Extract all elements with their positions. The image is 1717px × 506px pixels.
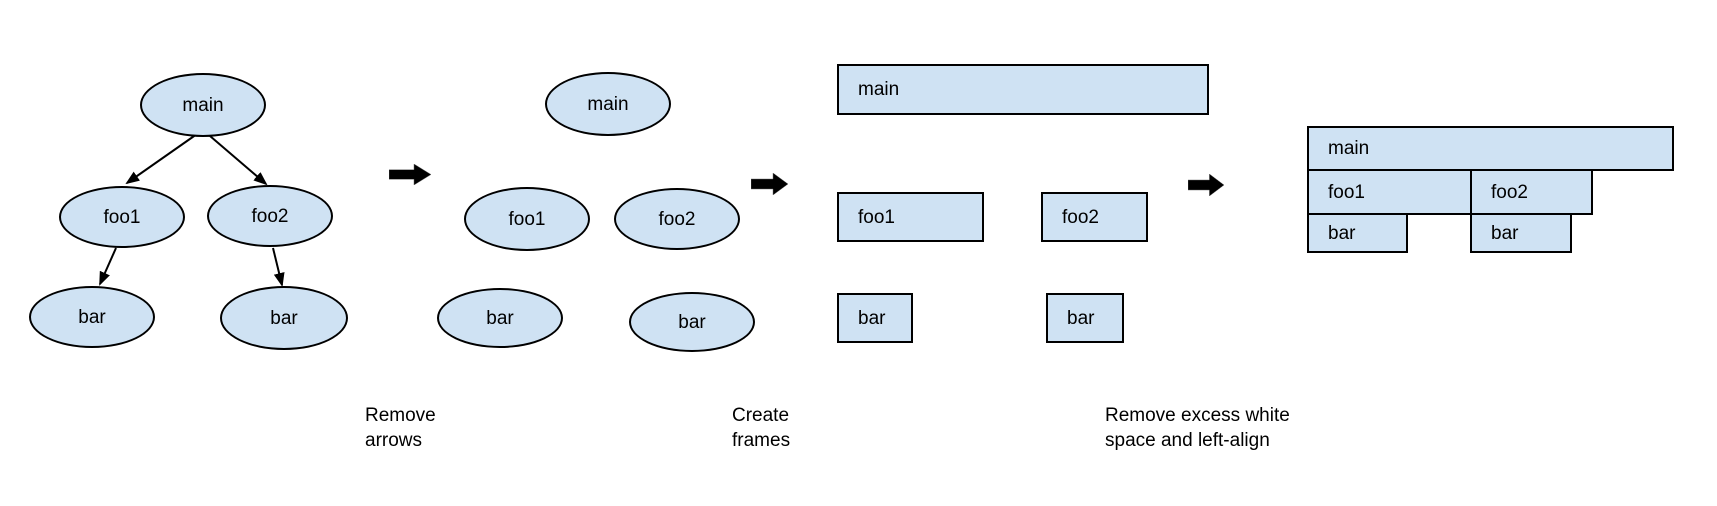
node-label: bar (858, 307, 886, 329)
frame-bar-right: bar (1046, 293, 1124, 343)
tree1-node-main: main (140, 73, 266, 137)
node-label: main (1328, 138, 1370, 159)
frame-bar-left: bar (837, 293, 913, 343)
flame-frame-foo1: foo1 (1307, 169, 1472, 215)
step-caption-create-frames: Create frames (732, 403, 790, 453)
node-label: bar (1328, 222, 1356, 244)
tree2-node-bar-right: bar (629, 292, 755, 352)
flame-frame-bar-left: bar (1307, 213, 1408, 253)
tree2-node-bar-left: bar (437, 288, 563, 348)
caption-line: Remove excess white (1105, 405, 1290, 426)
caption-line: arrows (365, 430, 423, 451)
node-label: main (858, 79, 900, 100)
tree2-node-foo1: foo1 (464, 187, 590, 251)
edge-main-foo1 (125, 133, 198, 185)
edge-main-foo2 (209, 135, 268, 186)
step-caption-remove-whitespace: Remove excess white space and left-align (1105, 403, 1290, 453)
node-label: bar (78, 306, 106, 328)
node-label: foo1 (103, 206, 141, 228)
transform-arrow-icon (389, 164, 431, 185)
caption-line: Remove (365, 405, 436, 426)
frame-main: main (837, 64, 1209, 115)
node-label: bar (678, 311, 706, 333)
caption-line: frames (732, 430, 791, 451)
tree1-node-bar-left: bar (29, 286, 155, 348)
tree1-node-foo2: foo2 (207, 185, 333, 247)
step-caption-remove-arrows: Remove arrows (365, 403, 436, 453)
transform-arrow-icon (751, 173, 788, 195)
node-label: foo2 (251, 205, 289, 227)
node-label: foo1 (508, 208, 546, 230)
flame-frame-bar-right: bar (1470, 213, 1572, 253)
tree1-node-bar-right: bar (220, 286, 348, 350)
tree1-node-foo1: foo1 (59, 186, 185, 248)
node-label: main (587, 93, 629, 115)
node-label: bar (1491, 222, 1519, 244)
edge-foo2-bar (272, 247, 285, 287)
node-label: bar (486, 307, 514, 329)
node-label: foo2 (658, 208, 696, 230)
tree2-node-foo2: foo2 (614, 188, 740, 250)
caption-line: Create (732, 405, 790, 426)
flame-frame-main: main (1307, 126, 1674, 171)
edge-foo1-bar (99, 247, 117, 286)
tree2-node-main: main (545, 72, 671, 136)
node-label: bar (270, 307, 298, 329)
node-label: foo2 (1062, 206, 1099, 228)
transform-arrow-icon (1188, 174, 1224, 196)
node-label: foo2 (1491, 181, 1528, 203)
flame-frame-foo2: foo2 (1470, 169, 1593, 215)
node-label: bar (1067, 307, 1095, 329)
node-label: foo1 (1328, 181, 1365, 203)
frame-foo2: foo2 (1041, 192, 1148, 242)
frame-foo1: foo1 (837, 192, 984, 242)
node-label: foo1 (858, 206, 895, 228)
node-label: main (182, 94, 224, 116)
caption-line: space and left-align (1105, 430, 1270, 451)
